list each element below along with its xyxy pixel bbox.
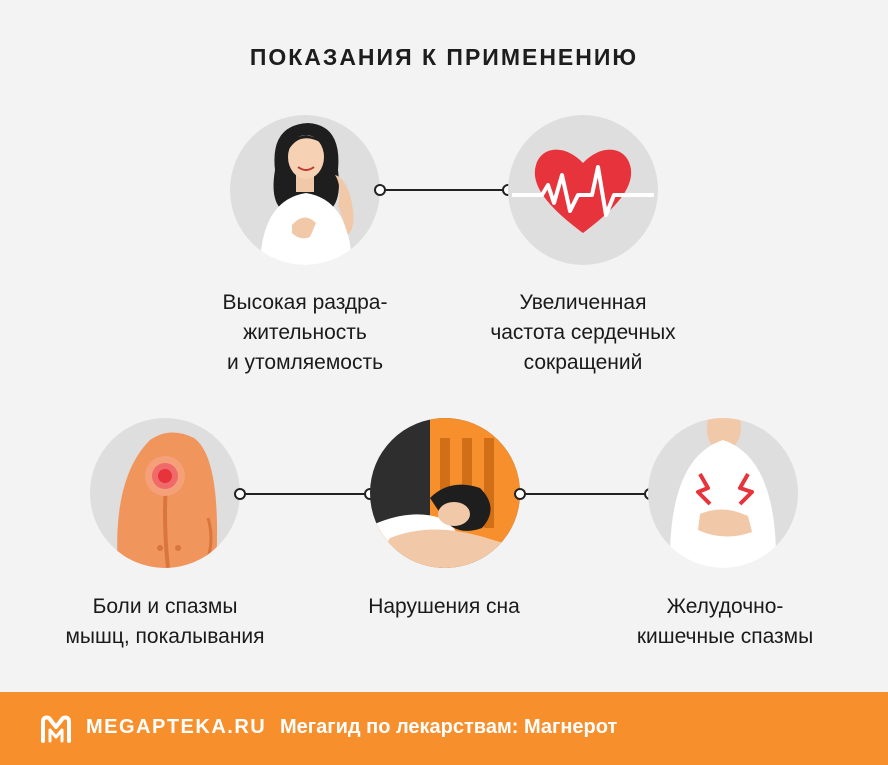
caption-gi-spasms: Желудочно- кишечные спазмы	[636, 595, 814, 648]
caption-irritability: Высокая раздра- жительность и утомляемос…	[222, 291, 388, 374]
footer-bar: MEGAPTEKA.RU Мегагид по лекарствам: Магн…	[0, 692, 888, 765]
connector-top	[374, 184, 514, 196]
footer-tagline: Мегагид по лекарствам: Магнерот	[280, 716, 618, 738]
caption-heart-rate: Увеличенная частота сердечных сокращений	[490, 291, 676, 374]
brand-name[interactable]: MEGAPTEKA.RU	[86, 716, 267, 738]
connector-bottom-left	[234, 488, 376, 500]
caption-sleep: Нарушения сна	[368, 595, 520, 618]
sleeping-person-icon	[370, 418, 520, 568]
page-title: ПОКАЗАНИЯ К ПРИМЕНЕНИЮ	[249, 44, 639, 70]
back-pain-icon	[90, 418, 240, 568]
stomach-ache-icon	[648, 418, 798, 568]
megapteka-logo-icon	[40, 714, 72, 749]
heart-pulse-icon	[508, 115, 658, 265]
woman-irritated-icon	[230, 115, 380, 265]
connector-bottom-right	[514, 488, 656, 500]
caption-muscle-pain: Боли и спазмы мышц, покалывания	[65, 595, 265, 648]
